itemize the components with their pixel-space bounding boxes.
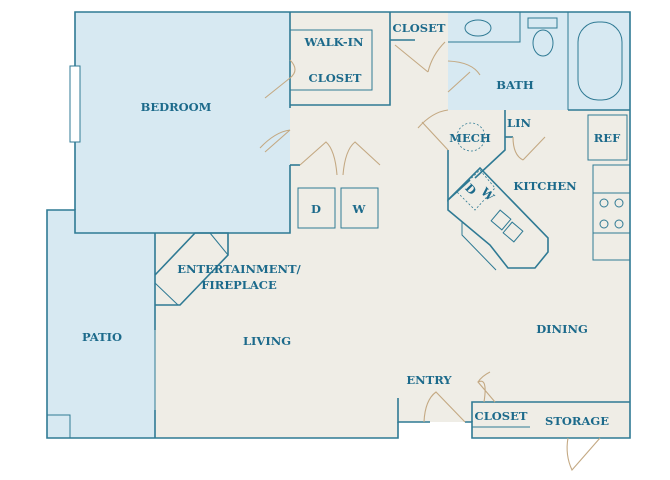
dryer-box [297, 187, 336, 229]
bedroom-door [259, 129, 291, 153]
bedroom-window [69, 65, 81, 143]
kitchen-island [447, 166, 549, 269]
label-ref: REF [594, 131, 621, 145]
burners [599, 198, 624, 229]
walkin-door [264, 59, 296, 99]
label-washer: W [352, 202, 367, 216]
laundry-doors [299, 141, 381, 176]
lin-door [512, 136, 546, 161]
dishwasher [456, 169, 496, 211]
patio-corner [47, 210, 75, 233]
closet-top-door [394, 41, 446, 73]
closet-door [477, 371, 496, 403]
entry-door [423, 391, 466, 423]
mech-unit [456, 122, 486, 152]
outer-wall-left [46, 209, 399, 439]
label-closet-top: CLOSET [393, 21, 446, 35]
kitchen-sink [490, 209, 524, 243]
storage-door [566, 437, 601, 471]
label-lin: LIN [507, 116, 531, 130]
label-bath: BATH [496, 78, 534, 92]
refrigerator [587, 114, 628, 161]
sink [464, 19, 492, 37]
label-entertainment-2: FIREPLACE [201, 278, 277, 292]
bedroom-area [75, 12, 290, 233]
stove [592, 192, 631, 234]
bathtub [577, 21, 623, 101]
label-walkin-2: CLOSET [309, 71, 362, 85]
fireplace [154, 232, 229, 306]
fireplace-line [209, 232, 229, 256]
washer-box [340, 187, 379, 229]
walkin-shelf [290, 29, 373, 91]
label-closet-entry: CLOSET [475, 409, 528, 423]
walkin-wall [290, 12, 391, 106]
label-mech: MECH [449, 131, 491, 145]
label-bedroom: BEDROOM [141, 100, 212, 114]
label-walkin-1: WALK-IN [303, 35, 363, 49]
label-dryer: D [311, 202, 321, 216]
toilet-tank [527, 17, 558, 29]
label-dining: DINING [536, 322, 588, 336]
label-entry: ENTRY [406, 373, 452, 387]
label-storage: STORAGE [545, 414, 609, 428]
island-bar [461, 222, 497, 271]
bath-door [447, 60, 481, 93]
label-kitchen: KITCHEN [513, 179, 577, 193]
toilet-bowl [532, 29, 554, 57]
vanity [448, 12, 521, 43]
mech-door [417, 109, 449, 151]
label-entertainment-1: ENTERTAINMENT/ [177, 262, 301, 276]
closet-wall [471, 401, 630, 422]
label-living: LIVING [243, 334, 291, 348]
patio-area [47, 233, 155, 438]
fireplace-line2 [154, 282, 179, 306]
label-patio: PATIO [82, 330, 122, 344]
mech-wall-right [474, 110, 506, 179]
patio-corner-box [46, 414, 71, 439]
bath-area [448, 12, 630, 110]
